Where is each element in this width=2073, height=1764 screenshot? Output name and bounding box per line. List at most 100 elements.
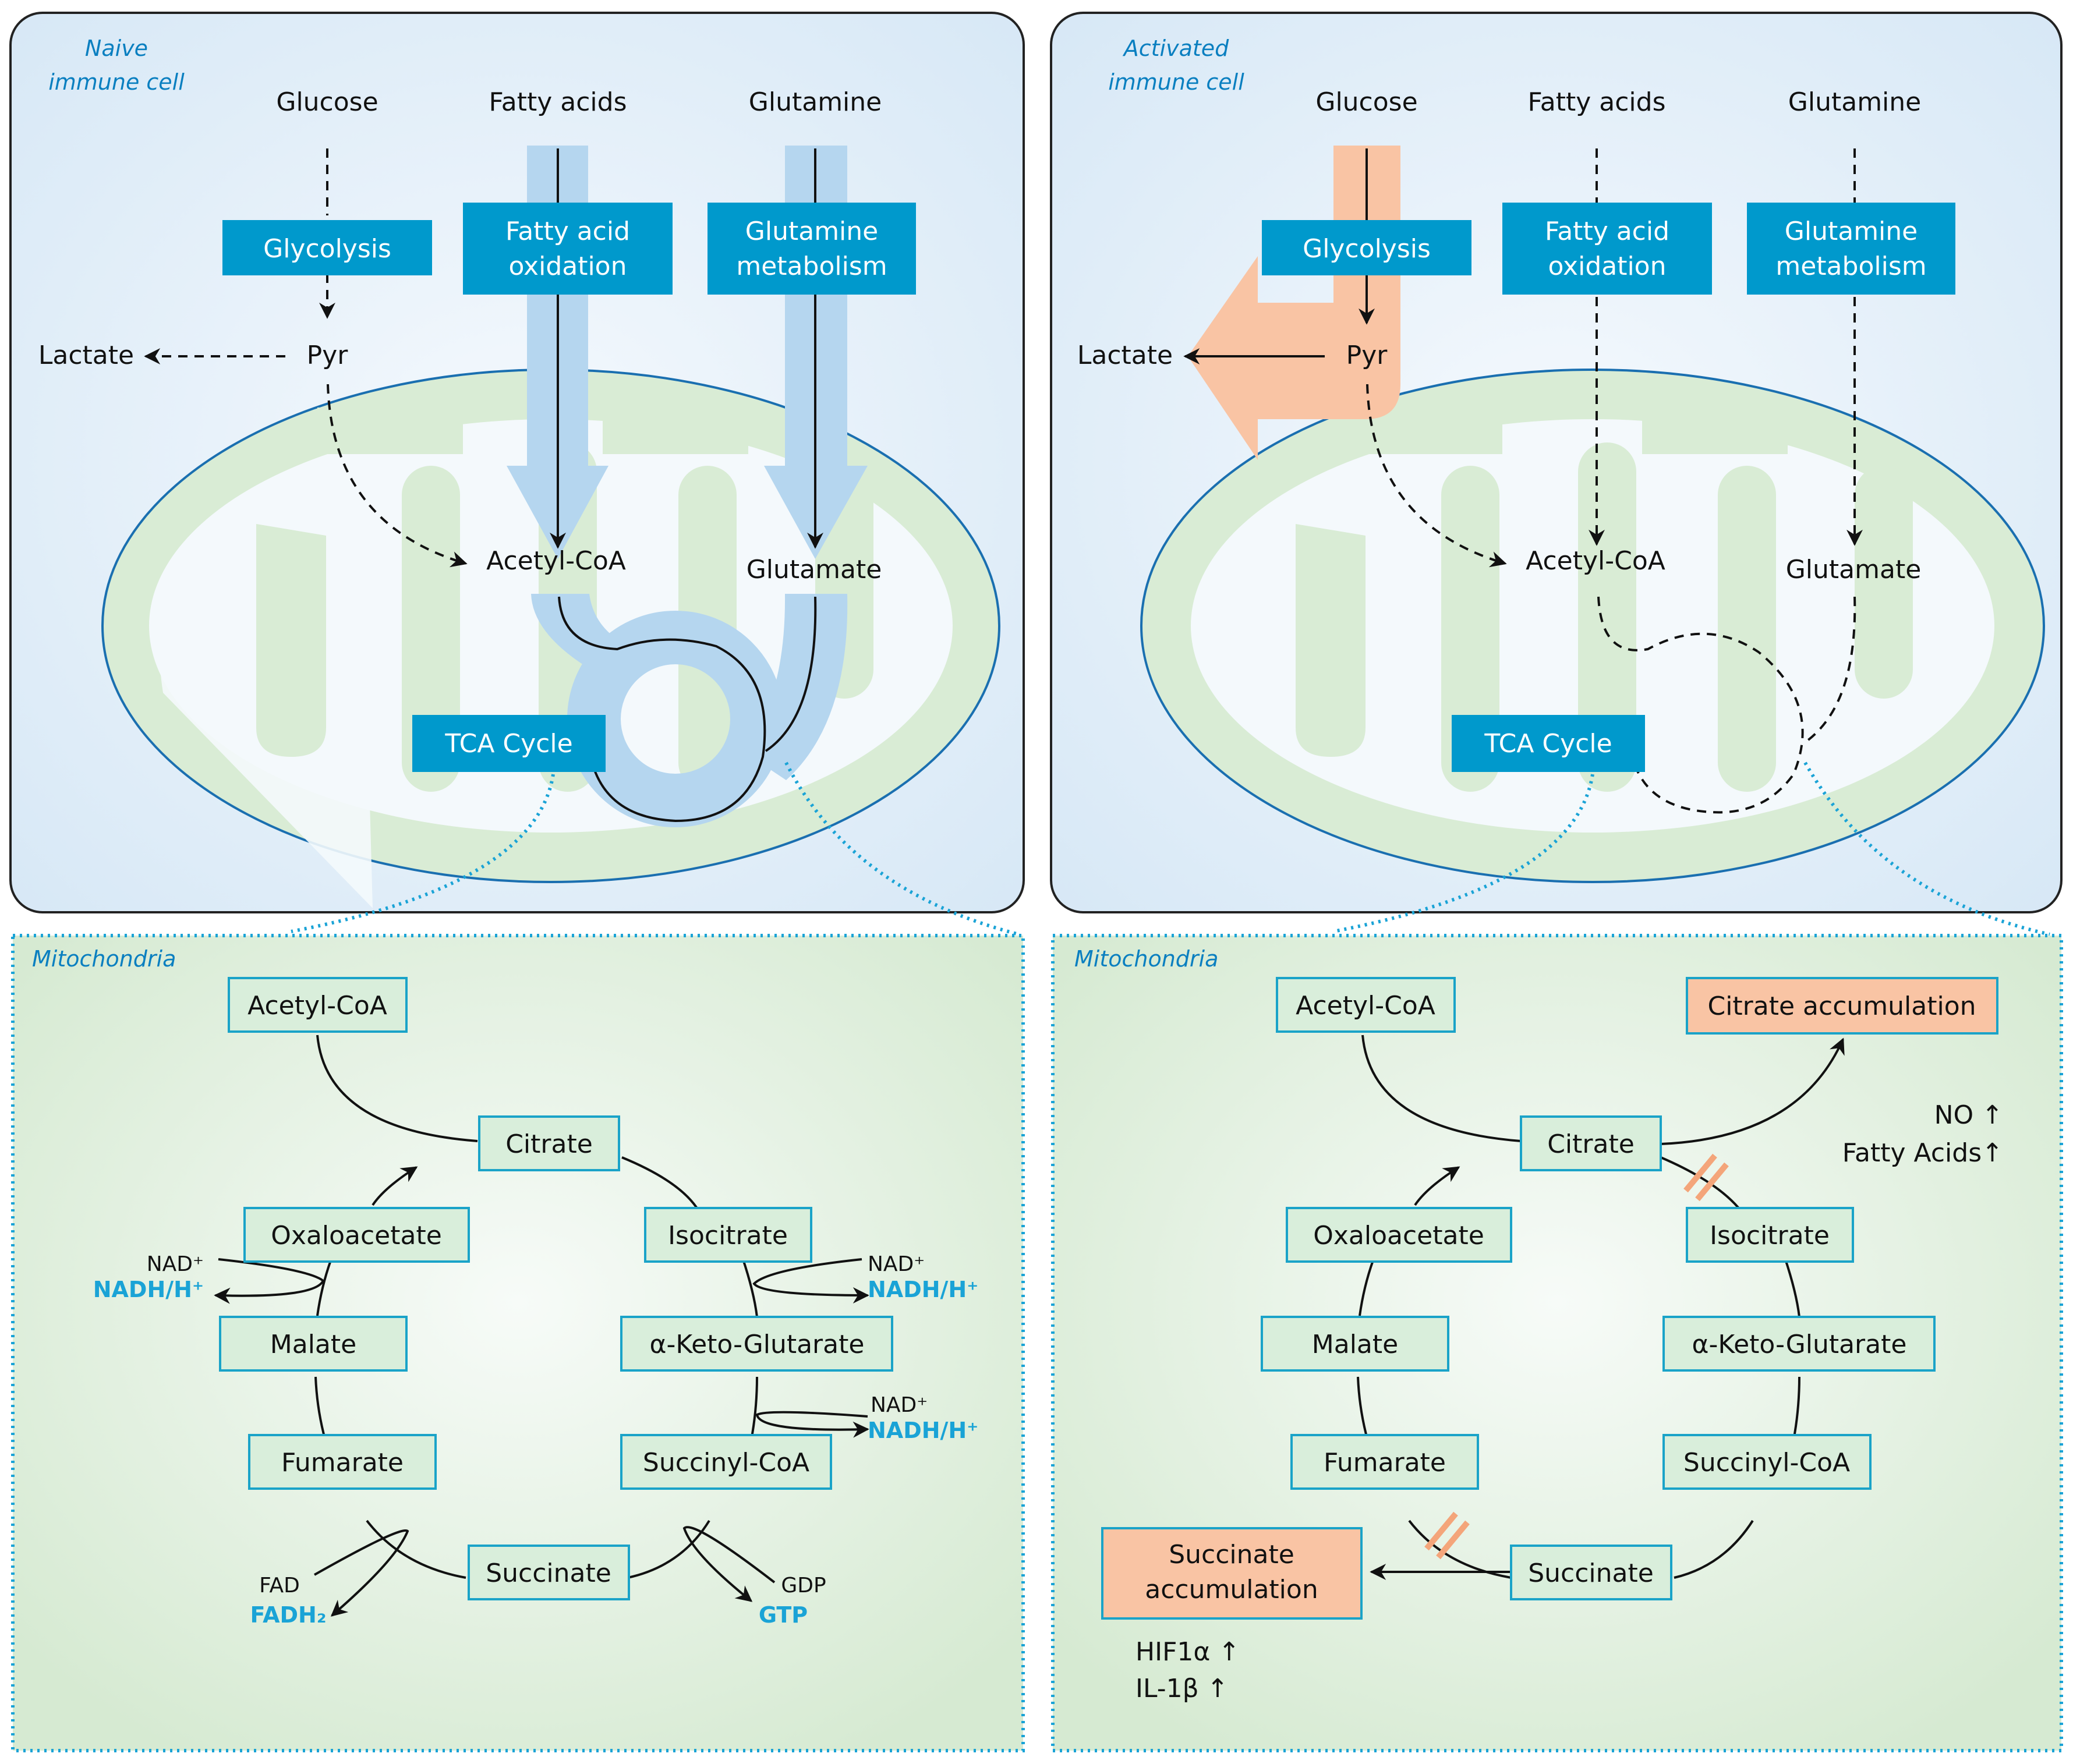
- svg-text:Glycolysis: Glycolysis: [263, 234, 391, 264]
- naive-glutamine-metabolism-box[interactable]: Glutamine metabolism: [707, 203, 916, 295]
- svg-text:Glutamine: Glutamine: [1785, 217, 1918, 246]
- naive-fadh2: FADH₂: [250, 1602, 327, 1628]
- citrate-accumulation-box[interactable]: Citrate accumulation: [1686, 977, 1998, 1035]
- svg-text:oxidation: oxidation: [1548, 252, 1666, 281]
- naive-title-1: Naive: [85, 36, 148, 61]
- svg-text:Fumarate: Fumarate: [1324, 1448, 1446, 1478]
- no-up-label: NO ↑: [1934, 1100, 2003, 1130]
- activated-tca-node-akg[interactable]: α-Keto-Glutarate: [1662, 1316, 1936, 1372]
- il1b-up-label: IL-1β ↑: [1135, 1674, 1229, 1703]
- svg-text:Acetyl-CoA: Acetyl-CoA: [247, 991, 387, 1021]
- svg-text:Succinate: Succinate: [486, 1558, 611, 1588]
- svg-text:Acetyl-CoA: Acetyl-CoA: [1296, 991, 1435, 1021]
- naive-nad-right-1: NAD⁺: [868, 1252, 925, 1276]
- svg-text:Succinyl-CoA: Succinyl-CoA: [643, 1448, 809, 1478]
- svg-text:Glutamine: Glutamine: [745, 217, 878, 246]
- svg-text:α-Keto-Glutarate: α-Keto-Glutarate: [650, 1330, 865, 1359]
- naive-pyr-label: Pyr: [307, 341, 349, 370]
- naive-tca-node-malate[interactable]: Malate: [219, 1316, 408, 1372]
- svg-text:TCA Cycle: TCA Cycle: [1484, 729, 1612, 759]
- activated-cell-panel: Activated immune cell Glucose Fatty acid…: [1050, 12, 2063, 913]
- activated-acetyl-coa-label: Acetyl-CoA: [1526, 546, 1665, 576]
- svg-text:Fatty acid: Fatty acid: [505, 217, 630, 246]
- svg-text:Oxaloacetate: Oxaloacetate: [1313, 1221, 1484, 1251]
- activated-glutamine-metabolism-box[interactable]: Glutamine metabolism: [1747, 203, 1955, 295]
- svg-text:oxidation: oxidation: [508, 252, 627, 281]
- naive-tca-node-akg[interactable]: α-Keto-Glutarate: [620, 1316, 893, 1372]
- activated-tca-cycle-box[interactable]: TCA Cycle: [1452, 715, 1645, 772]
- activated-fao-box[interactable]: Fatty acid oxidation: [1502, 203, 1712, 295]
- svg-text:Isocitrate: Isocitrate: [1710, 1221, 1830, 1251]
- hif1a-up-label: HIF1α ↑: [1135, 1637, 1240, 1667]
- svg-text:metabolism: metabolism: [1775, 252, 1926, 281]
- svg-text:Oxaloacetate: Oxaloacetate: [271, 1221, 442, 1251]
- activated-tca-node-succinate[interactable]: Succinate: [1510, 1545, 1672, 1600]
- naive-gtp: GTP: [759, 1602, 808, 1628]
- naive-tca-cycle-box[interactable]: TCA Cycle: [412, 715, 606, 772]
- svg-text:Succinate: Succinate: [1528, 1558, 1654, 1588]
- activated-tca-node-oxaloacetate[interactable]: Oxaloacetate: [1286, 1207, 1512, 1263]
- naive-fatty-acids-label: Fatty acids: [489, 87, 627, 117]
- naive-title-2: immune cell: [48, 69, 185, 95]
- svg-text:accumulation: accumulation: [1145, 1575, 1318, 1604]
- naive-tca-node-citrate[interactable]: Citrate: [478, 1115, 620, 1171]
- activated-tca-panel: Mitochondria Acetyl-CoA: [1051, 934, 2063, 1752]
- activated-tca-node-succinyl-coa[interactable]: Succinyl-CoA: [1662, 1434, 1872, 1490]
- naive-acetyl-coa-label: Acetyl-CoA: [486, 546, 626, 576]
- activated-tca-title: Mitochondria: [1074, 946, 1218, 972]
- naive-tca-node-succinyl-coa[interactable]: Succinyl-CoA: [620, 1434, 832, 1490]
- naive-nad-right-2: NAD⁺: [871, 1393, 928, 1417]
- naive-nadh-left: NADH/H⁺: [93, 1277, 204, 1302]
- activated-tca-node-isocitrate[interactable]: Isocitrate: [1686, 1207, 1854, 1263]
- naive-tca-title: Mitochondria: [32, 946, 176, 972]
- naive-fao-box[interactable]: Fatty acid oxidation: [463, 203, 673, 295]
- activated-lactate-label: Lactate: [1077, 341, 1173, 370]
- activated-glycolysis-box[interactable]: Glycolysis: [1262, 220, 1471, 275]
- activated-fatty-acids-label: Fatty acids: [1528, 87, 1666, 117]
- zoom-connectors: [291, 761, 2050, 936]
- naive-cell-panel: Naive immune cell: [9, 12, 1025, 913]
- svg-text:Malate: Malate: [1312, 1330, 1398, 1359]
- activated-tca-node-malate[interactable]: Malate: [1261, 1316, 1449, 1372]
- naive-gdp: GDP: [781, 1574, 826, 1597]
- naive-nad-left: NAD⁺: [147, 1252, 204, 1276]
- naive-tca-panel: Mitochondria Acetyl-CoA Citrate: [11, 934, 1025, 1752]
- naive-tca-node-fumarate[interactable]: Fumarate: [248, 1434, 437, 1490]
- svg-text:Citrate accumulation: Citrate accumulation: [1707, 991, 1976, 1021]
- succinate-accumulation-box[interactable]: Succinate accumulation: [1101, 1527, 1363, 1620]
- svg-text:Malate: Malate: [270, 1330, 356, 1359]
- naive-glycolysis-box[interactable]: Glycolysis: [222, 220, 432, 275]
- activated-tca-node-citrate[interactable]: Citrate: [1520, 1115, 1662, 1171]
- activated-pyr-label: Pyr: [1346, 341, 1388, 370]
- citrate-isocitrate-block-icon: [1683, 1153, 1729, 1202]
- activated-glutamate-label: Glutamate: [1786, 555, 1922, 585]
- naive-nadh-right-1: NADH/H⁺: [868, 1277, 978, 1302]
- svg-text:metabolism: metabolism: [736, 252, 887, 281]
- svg-text:TCA Cycle: TCA Cycle: [444, 729, 572, 759]
- mitochondrion-activated: [1140, 369, 2045, 883]
- svg-text:Glycolysis: Glycolysis: [1303, 234, 1431, 264]
- fumarate-succinate-block-icon: [1424, 1511, 1470, 1560]
- activated-tca-node-acetyl-coa[interactable]: Acetyl-CoA: [1276, 977, 1456, 1033]
- naive-tca-node-oxaloacetate[interactable]: Oxaloacetate: [243, 1207, 470, 1263]
- naive-glucose-label: Glucose: [276, 87, 378, 117]
- svg-text:Succinyl-CoA: Succinyl-CoA: [1683, 1448, 1850, 1478]
- svg-text:α-Keto-Glutarate: α-Keto-Glutarate: [1692, 1330, 1907, 1359]
- naive-tca-node-succinate[interactable]: Succinate: [468, 1545, 630, 1600]
- naive-fad: FAD: [259, 1574, 300, 1597]
- naive-tca-node-isocitrate[interactable]: Isocitrate: [644, 1207, 812, 1263]
- svg-text:Fatty acid: Fatty acid: [1545, 217, 1669, 246]
- svg-text:Fumarate: Fumarate: [281, 1448, 404, 1478]
- fatty-acids-up-label: Fatty Acids↑: [1842, 1138, 2003, 1168]
- svg-text:Citrate: Citrate: [505, 1129, 593, 1159]
- activated-title-2: immune cell: [1108, 69, 1244, 95]
- activated-glutamine-label: Glutamine: [1788, 87, 1921, 117]
- activated-title-1: Activated: [1122, 36, 1229, 61]
- svg-text:Citrate: Citrate: [1547, 1129, 1635, 1159]
- svg-text:Succinate: Succinate: [1169, 1540, 1294, 1570]
- activated-tca-node-fumarate[interactable]: Fumarate: [1290, 1434, 1479, 1490]
- activated-glucose-label: Glucose: [1315, 87, 1417, 117]
- naive-tca-node-acetyl-coa[interactable]: Acetyl-CoA: [228, 977, 408, 1033]
- svg-text:Isocitrate: Isocitrate: [668, 1221, 788, 1251]
